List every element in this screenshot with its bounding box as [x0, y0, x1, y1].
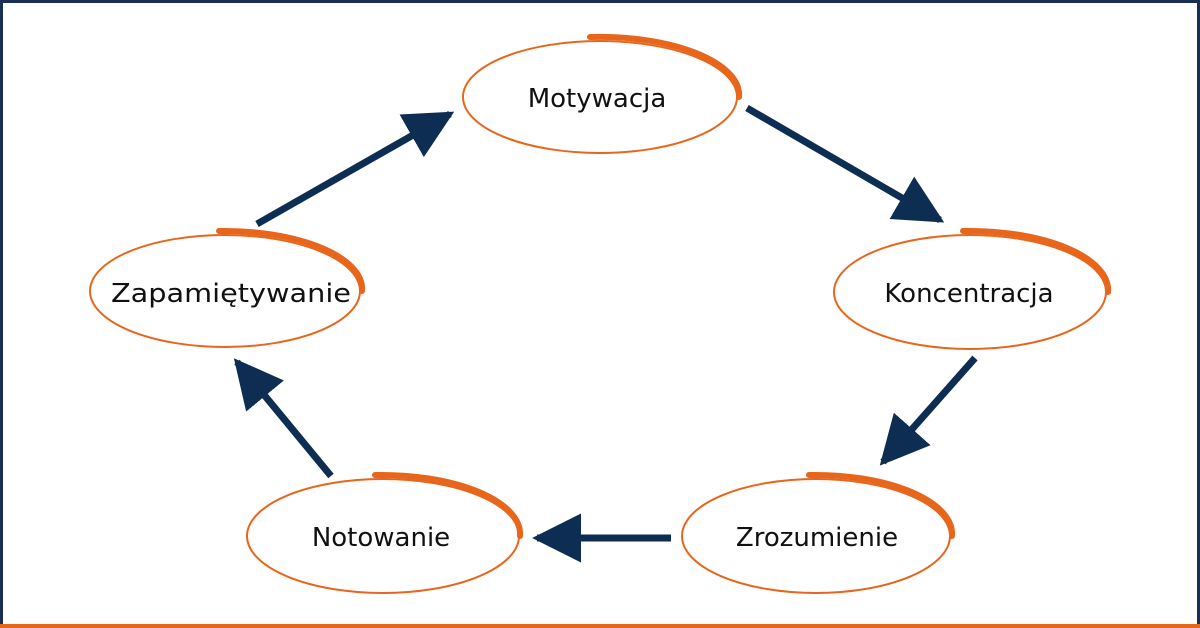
node-accent-arc [372, 471, 524, 539]
frame-border-top [0, 0, 1200, 3]
node-koncentracja: Koncentracja [833, 227, 1112, 350]
frame-border-left [0, 0, 3, 628]
node-label-zrozumienie: Zrozumienie [736, 523, 898, 553]
arrow-notowanie-to-zapamietywanie [233, 358, 334, 479]
node-label-motywacja: Motywacja [528, 84, 667, 114]
node-accent-arc [806, 471, 956, 539]
arrow-motywacja-to-koncentracja [745, 104, 945, 224]
frame-border-right [1197, 0, 1200, 628]
arrow-koncentracja-to-zrozumienie [879, 355, 978, 466]
node-zapamietywanie: Zapamiętywanie [89, 227, 366, 348]
node-motywacja: Motywacja [462, 33, 743, 154]
node-accent-arc [960, 227, 1112, 295]
node-zrozumienie: Zrozumienie [681, 471, 956, 594]
node-label-zapamietywanie: Zapamiętywanie [111, 279, 351, 309]
node-label-koncentracja: Koncentracja [884, 279, 1053, 309]
arrow-zapamietywanie-to-motywacja [255, 110, 455, 228]
node-notowanie: Notowanie [246, 471, 524, 594]
node-accent-arc [587, 33, 743, 100]
frame-border-bottom [0, 624, 1200, 628]
node-label-notowanie: Notowanie [312, 523, 450, 553]
node-accent-arc [216, 227, 366, 294]
